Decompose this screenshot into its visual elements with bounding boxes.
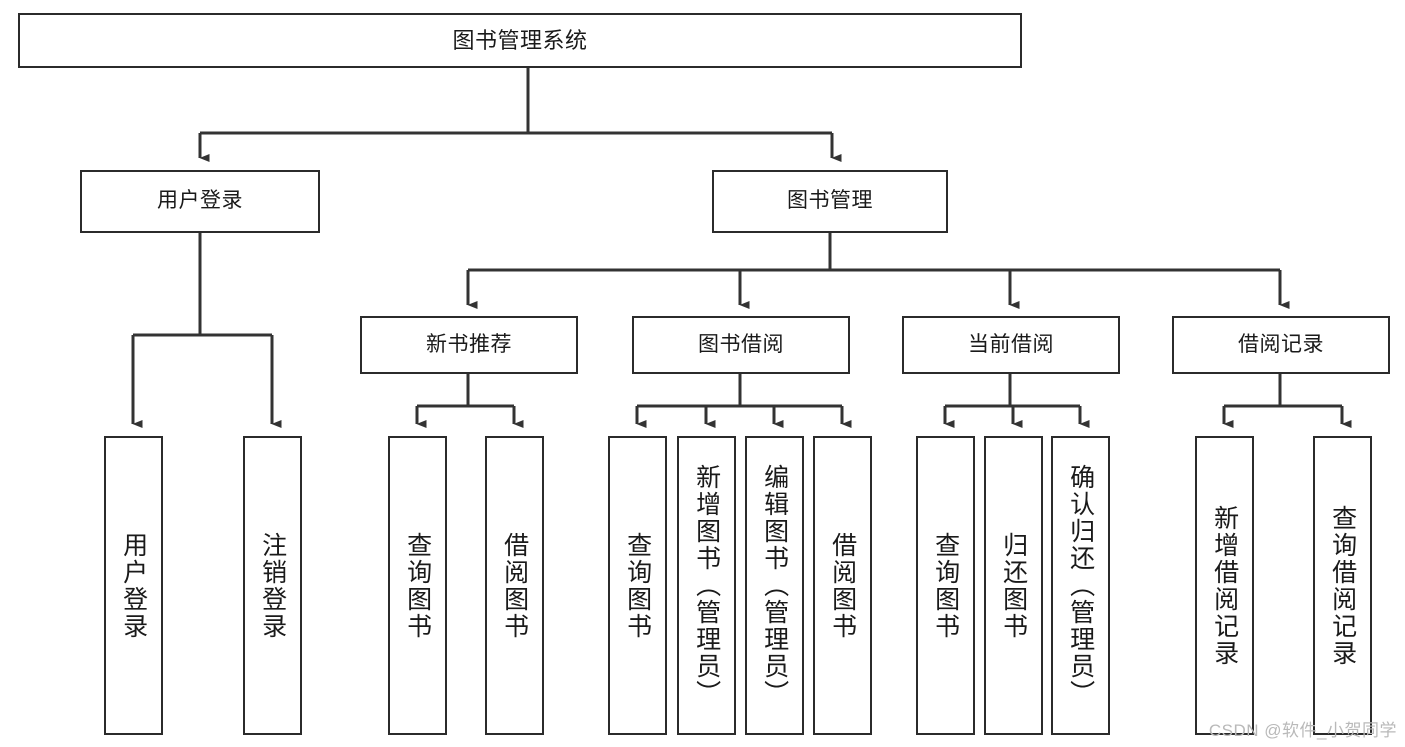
node-leaf-borrow-add[interactable]: 新增图书（管理员）: [677, 436, 736, 735]
node-leaf-current-query-label: 查询图书: [931, 531, 960, 640]
node-leaf-borrow-edit[interactable]: 编辑图书（管理员）: [745, 436, 804, 735]
node-leaf-current-query[interactable]: 查询图书: [916, 436, 975, 735]
node-user-login[interactable]: 用户登录: [80, 170, 320, 233]
node-book-manage[interactable]: 图书管理: [712, 170, 948, 233]
node-leaf-user-logout-label: 注销登录: [258, 531, 287, 640]
node-leaf-user-login-label: 用户登录: [119, 531, 148, 640]
node-root-label: 图书管理系统: [452, 27, 588, 53]
node-new-book-rec-label: 新书推荐: [426, 332, 512, 356]
node-book-borrow-label: 图书借阅: [698, 332, 784, 356]
node-new-book-rec[interactable]: 新书推荐: [360, 316, 578, 374]
node-leaf-user-login[interactable]: 用户登录: [104, 436, 163, 735]
node-leaf-borrow-query[interactable]: 查询图书: [608, 436, 667, 735]
node-leaf-current-return[interactable]: 归还图书: [984, 436, 1043, 735]
node-current-borrow-label: 当前借阅: [968, 332, 1054, 356]
node-user-login-label: 用户登录: [157, 189, 243, 213]
node-leaf-borrow-add-label: 新增图书（管理员）: [692, 464, 721, 707]
node-leaf-borrow-query-label: 查询图书: [623, 531, 652, 640]
node-leaf-rec-borrow-label: 借阅图书: [500, 531, 529, 640]
node-leaf-rec-query[interactable]: 查询图书: [388, 436, 447, 735]
node-leaf-record-query-label: 查询借阅记录: [1328, 504, 1357, 667]
node-leaf-rec-borrow[interactable]: 借阅图书: [485, 436, 544, 735]
node-leaf-user-logout[interactable]: 注销登录: [243, 436, 302, 735]
node-root[interactable]: 图书管理系统: [18, 13, 1022, 68]
node-leaf-borrow-edit-label: 编辑图书（管理员）: [760, 464, 789, 707]
node-leaf-borrow-lend[interactable]: 借阅图书: [813, 436, 872, 735]
node-borrow-record-label: 借阅记录: [1238, 332, 1324, 356]
node-leaf-record-query[interactable]: 查询借阅记录: [1313, 436, 1372, 735]
node-book-manage-label: 图书管理: [787, 189, 873, 213]
watermark: CSDN @软件_小贺同学: [1208, 721, 1397, 740]
node-book-borrow[interactable]: 图书借阅: [632, 316, 850, 374]
node-leaf-rec-query-label: 查询图书: [403, 531, 432, 640]
node-leaf-record-add[interactable]: 新增借阅记录: [1195, 436, 1254, 735]
node-leaf-current-confirm[interactable]: 确认归还（管理员）: [1051, 436, 1110, 735]
node-leaf-borrow-lend-label: 借阅图书: [828, 531, 857, 640]
node-leaf-record-add-label: 新增借阅记录: [1210, 504, 1239, 667]
node-leaf-current-return-label: 归还图书: [999, 531, 1028, 640]
node-leaf-current-confirm-label: 确认归还（管理员）: [1066, 464, 1095, 707]
node-current-borrow[interactable]: 当前借阅: [902, 316, 1120, 374]
node-borrow-record[interactable]: 借阅记录: [1172, 316, 1390, 374]
